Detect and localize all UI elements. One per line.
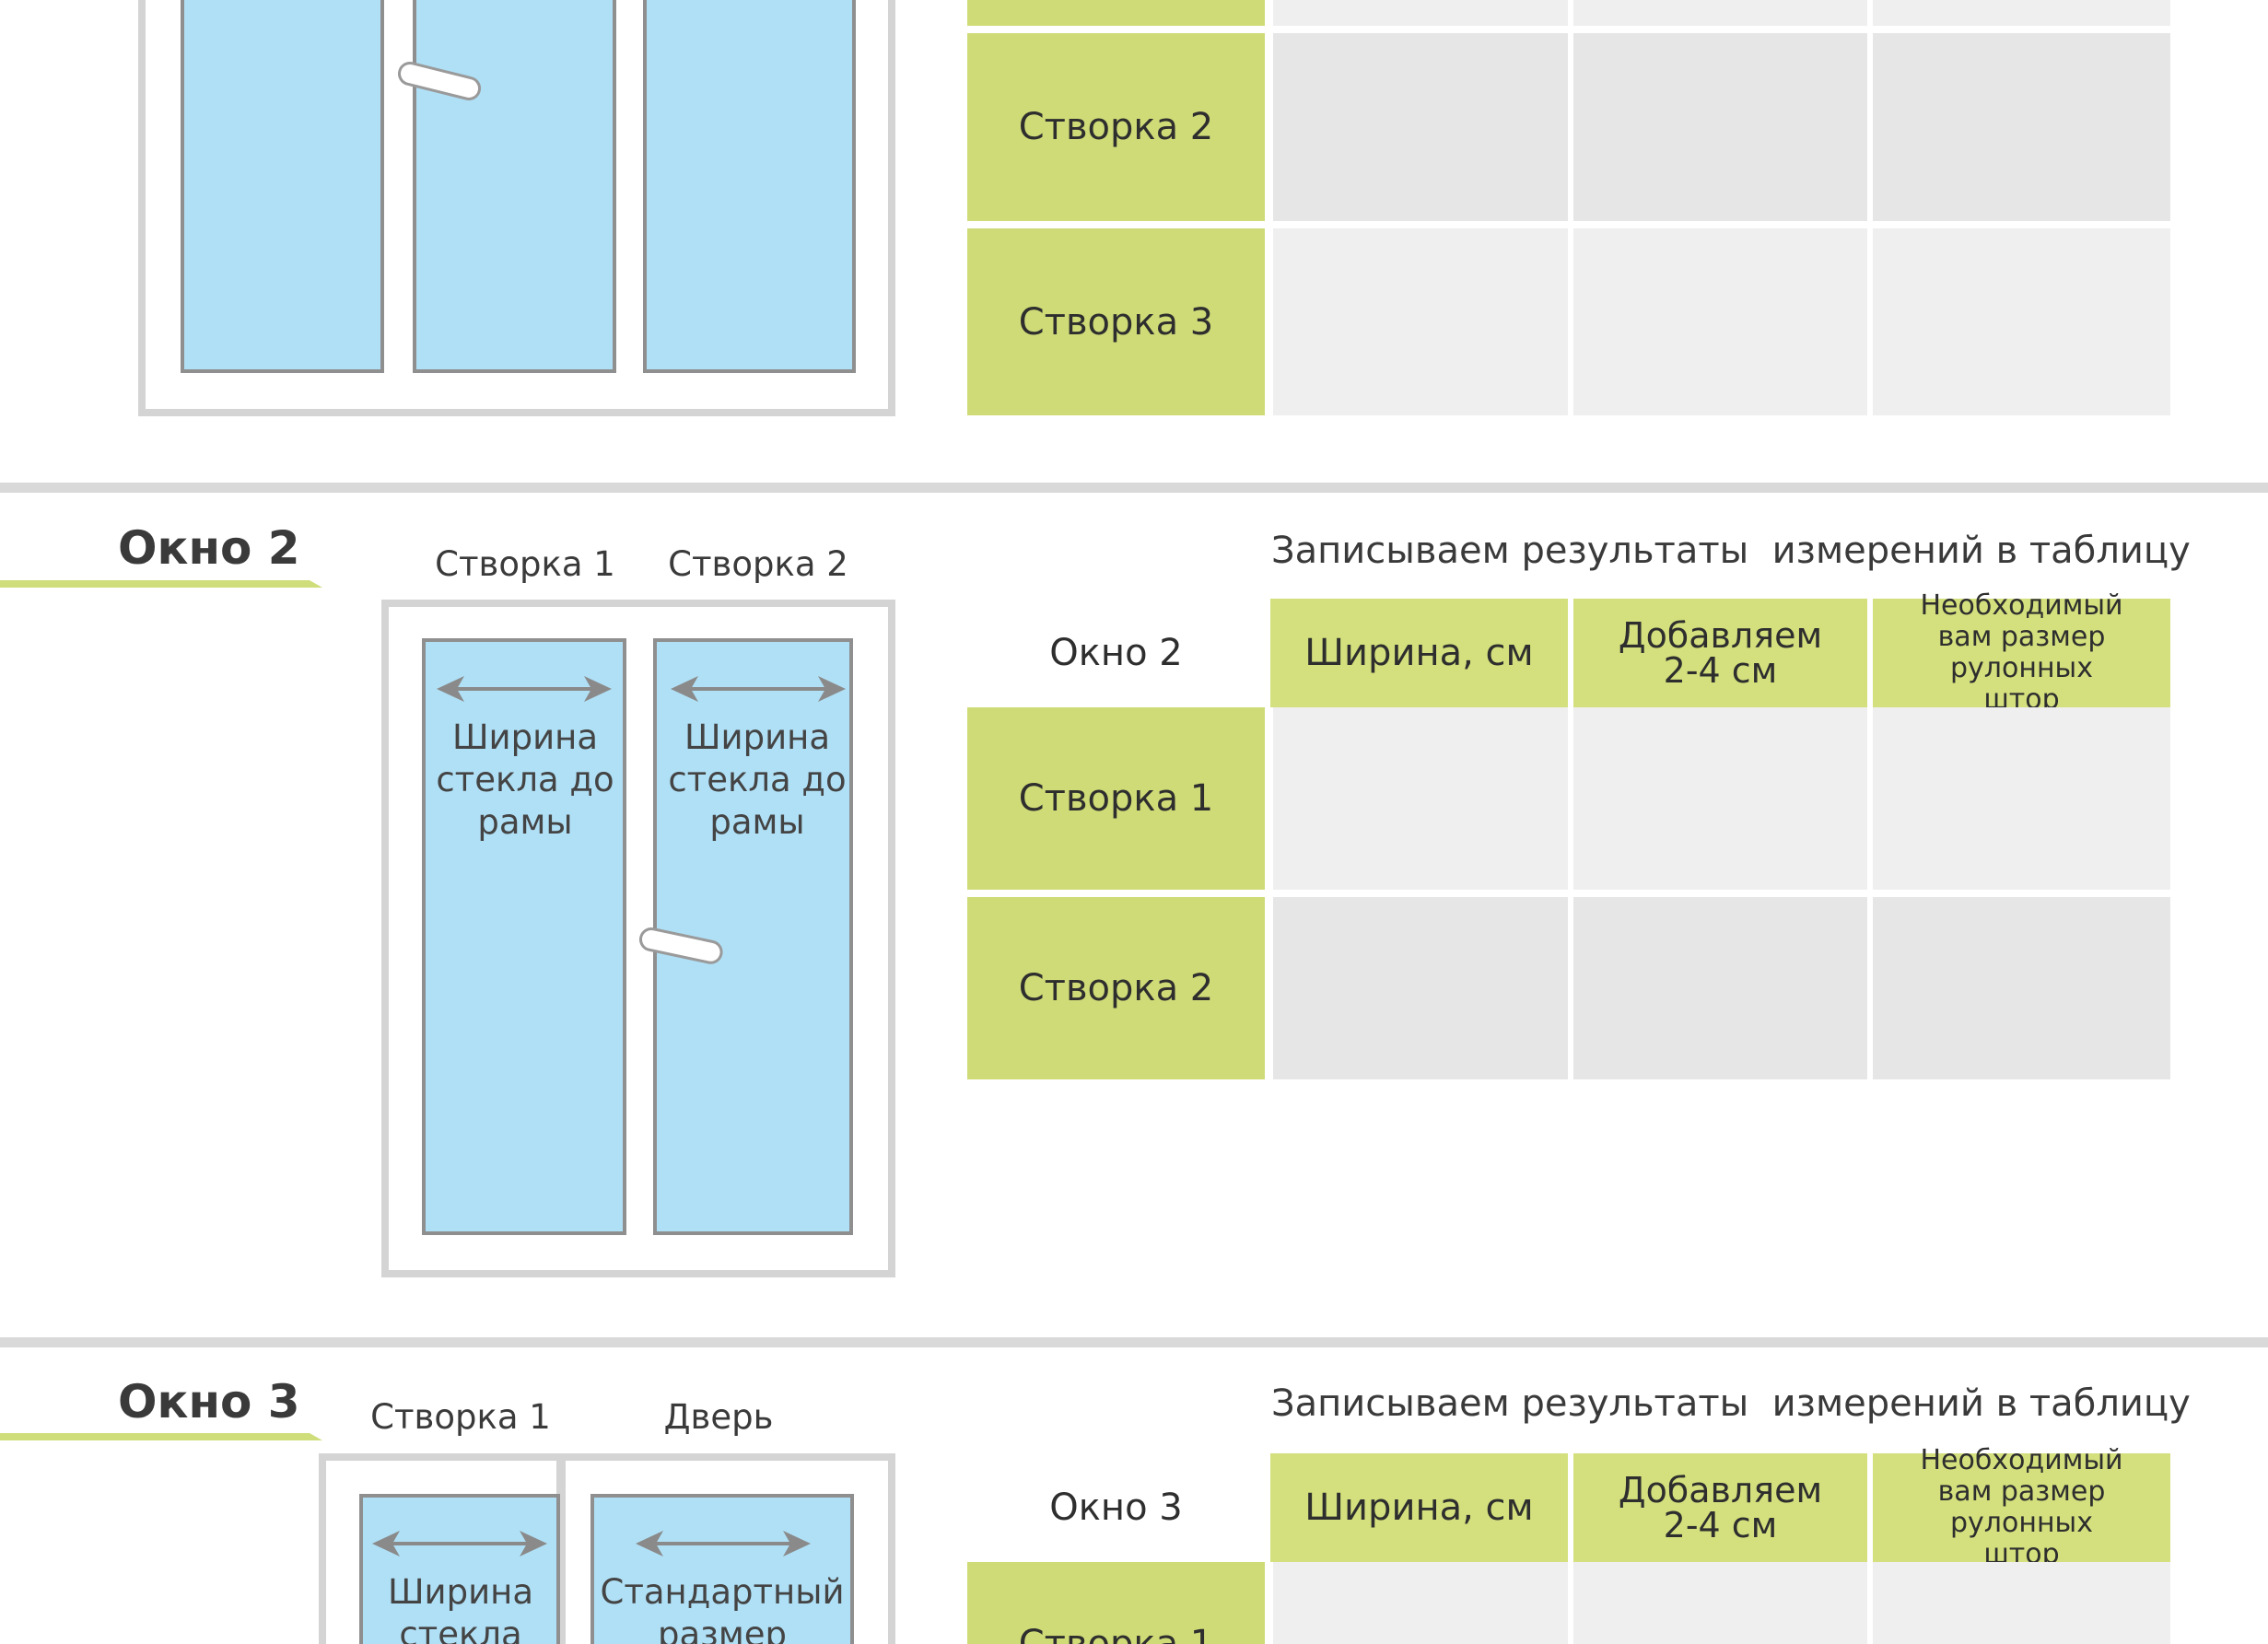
s1-row3-cell-3[interactable] [1873,228,2170,415]
window-2-width-arrow-2-icon [671,676,846,702]
section-2-row2-cell-3[interactable] [1873,897,2170,1079]
window-2-sash-label-1: Створка 1 [435,544,615,584]
section-2-caption: Записываем результаты измерений в таблиц… [1271,530,2191,572]
section-3-row1-cell-2[interactable] [1573,1562,1867,1644]
s1-row-label-2: Створка 2 [967,33,1265,221]
section-3-header-width: Ширина, см [1270,1453,1568,1575]
window-1-glass-2 [413,0,616,373]
s1-row3-cell-2[interactable] [1573,228,1867,415]
s1-row2-cell-2[interactable] [1573,33,1867,221]
window-3-width-arrow-1-icon [372,1531,547,1557]
window-3-glass-door [590,1494,854,1644]
window-2-glass-1 [422,638,626,1235]
s1-top-cell-3 [1873,0,2170,26]
window-3-width-arrow-2-icon [636,1531,811,1557]
section-3-title-underline [0,1433,322,1440]
section-3-row-label-1: Створка 1 [967,1562,1265,1644]
section-3-header-add: Добавляем 2-4 см [1573,1453,1867,1575]
s1-row2-cell-1[interactable] [1273,33,1568,221]
window-1-glass-1 [181,0,384,373]
section-2-title-underline [0,580,322,588]
section-2-table-corner: Окно 2 [1049,632,1183,674]
s1-row2-cell-3[interactable] [1873,33,2170,221]
section-3-caption: Записываем результаты измерений в таблиц… [1271,1382,2191,1425]
section-2-header-width: Ширина, см [1270,599,1568,720]
section-2-row2-cell-2[interactable] [1573,897,1867,1079]
section-divider-2 [0,1337,2268,1347]
window-1-glass-3 [643,0,856,373]
section-2-header-add: Добавляем 2-4 см [1573,599,1867,720]
section-3-title: Окно 3 [118,1375,300,1428]
window-3-glass-1 [359,1494,560,1644]
section-2-row-label-1: Створка 1 [967,707,1265,890]
section-3-row1-cell-1[interactable] [1273,1562,1568,1644]
section-3-table-corner: Окно 3 [1049,1487,1183,1529]
section-2-row1-cell-2[interactable] [1573,707,1867,890]
window-2-glass-text-1: Ширина стекла до рамы [436,717,614,842]
s1-row3-cell-1[interactable] [1273,228,1568,415]
section-2-header-result: Необходимый вам размер рулонных штор [1873,590,2170,720]
section-3-row1-cell-3[interactable] [1873,1562,2170,1644]
section-2-row-label-2: Створка 2 [967,897,1265,1079]
section-3-header-result: Необходимый вам размер рулонных штор [1873,1445,2170,1575]
section-2-title: Окно 2 [118,521,300,575]
section-2-row1-cell-1[interactable] [1273,707,1568,890]
window-2-width-arrow-1-icon [437,676,612,702]
window-2-sash-label-2: Створка 2 [668,544,848,584]
window-3-glass-text-door: Стандартный размер [600,1572,845,1644]
window-3-sash-label-2: Дверь [663,1397,774,1437]
s1-row-label-3: Створка 3 [967,228,1265,415]
window-2-glass-text-2: Ширина стекла до рамы [668,717,847,842]
s1-top-cell-1 [1273,0,1568,26]
window-3-sash-label-1: Створка 1 [370,1397,551,1437]
s1-top-cell-2 [1573,0,1867,26]
s1-top-label-edge [967,0,1265,26]
section-2-row2-cell-1[interactable] [1273,897,1568,1079]
section-divider-1 [0,483,2268,493]
section-2-row1-cell-3[interactable] [1873,707,2170,890]
window-3-glass-text-1: Ширина стекла [387,1572,533,1644]
